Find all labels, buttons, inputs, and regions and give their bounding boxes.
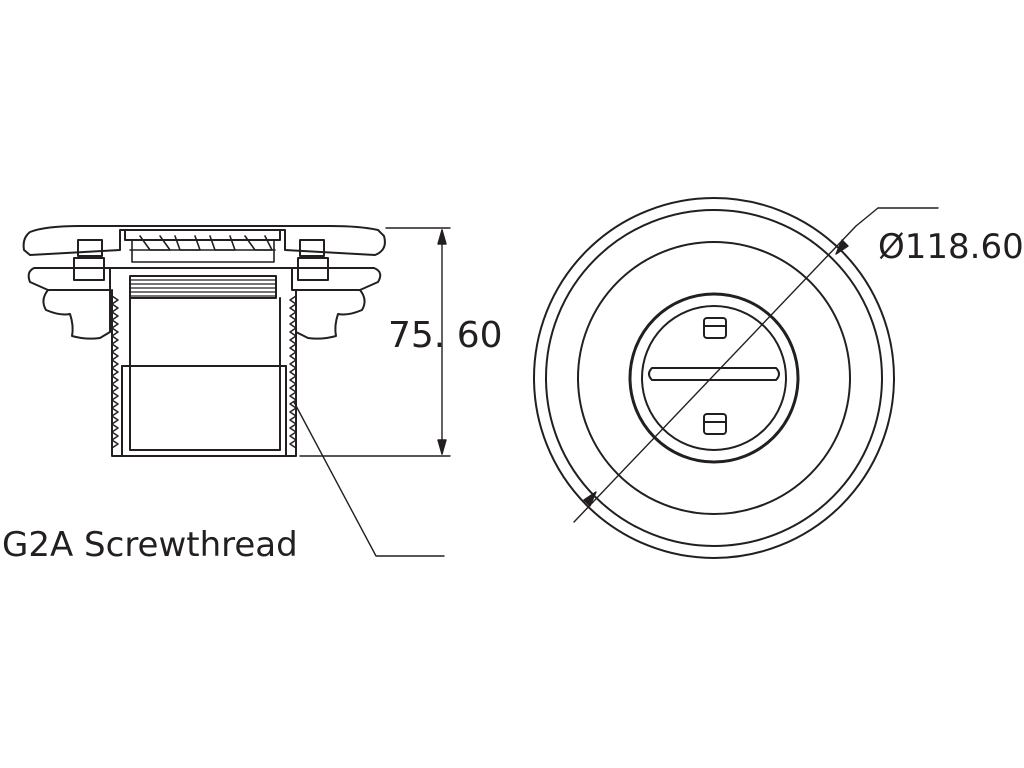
front-view	[533, 197, 939, 559]
thread-leader-line	[293, 401, 445, 557]
cover-plate	[22, 225, 386, 256]
left-thread-teeth	[111, 295, 119, 449]
thread-callout-label: G2A Screwthread	[2, 525, 298, 565]
body-outer	[111, 289, 297, 457]
cover-inner-recess	[124, 229, 281, 241]
right-clamp-wing	[295, 289, 366, 340]
diameter-dimension	[573, 207, 939, 523]
body-inner-lower	[121, 365, 287, 457]
left-clamp-wing	[42, 289, 111, 340]
top-slot	[703, 317, 727, 339]
center-bar	[648, 367, 780, 381]
plate-circle	[577, 241, 851, 515]
height-dimension-label: 75. 60	[388, 315, 503, 356]
height-dimension	[299, 227, 451, 457]
outer-rim-inner-circle	[545, 209, 883, 547]
diameter-dimension-label: Ø118.60	[878, 227, 1024, 267]
right-screw-head	[299, 239, 325, 257]
mid-flange-right	[291, 267, 382, 291]
body-inner	[129, 297, 281, 451]
grate-slots	[129, 235, 276, 263]
thread-neck	[129, 275, 277, 299]
grate-outer-circle	[628, 292, 800, 464]
right-thread-teeth	[289, 295, 297, 449]
mid-flange	[27, 267, 111, 291]
grate-inner-circle	[641, 305, 787, 451]
outer-rim-circle	[533, 197, 895, 559]
bottom-slot	[703, 413, 727, 435]
left-screw-head	[77, 239, 103, 257]
neck-thread-lines	[129, 279, 277, 297]
side-view	[22, 225, 451, 557]
